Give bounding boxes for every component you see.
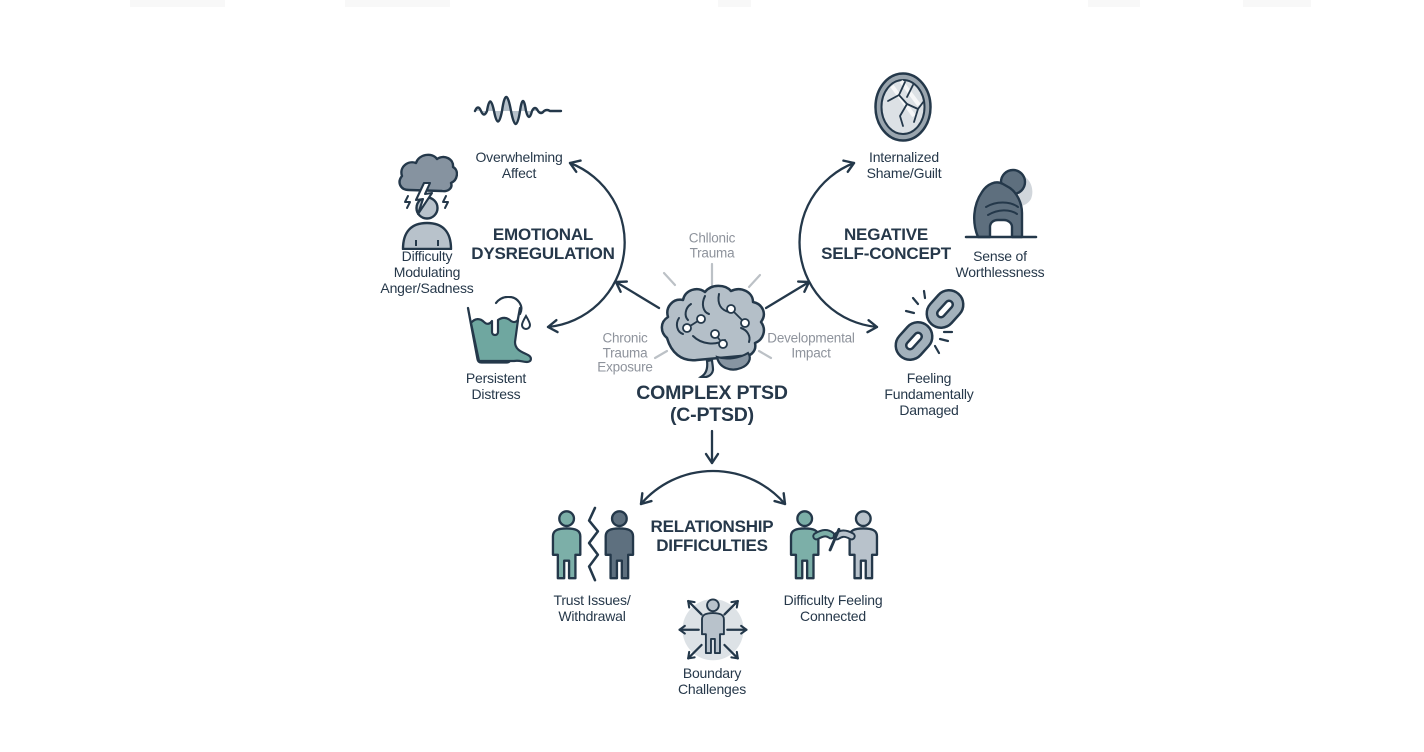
waveform-icon	[473, 95, 563, 126]
cracked-mirror-icon	[874, 72, 932, 142]
label-boundary-challenges: Boundary Challenges	[677, 665, 747, 697]
arrow-to-negative	[764, 280, 811, 310]
broken-chain-icon	[894, 289, 965, 361]
label-chllonic-trauma: Chllonic Trauma	[688, 230, 736, 260]
divided-people-icon	[551, 506, 635, 582]
title-complex-ptsd: COMPLEX PTSD (C-PTSD)	[636, 382, 788, 426]
label-difficulty-modulating: Difficulty Modulating Anger/Sadness	[380, 248, 474, 296]
edge-artifact	[718, 0, 751, 7]
heading-emotional-dysregulation: EMOTIONAL DYSREGULATION	[471, 225, 615, 263]
edge-artifact	[345, 0, 450, 7]
label-fundamentally-damaged: Feeling Fundamentally Damaged	[884, 370, 974, 418]
label-trust-issues: Trust Issues/ Withdrawal	[553, 592, 631, 624]
label-developmental-impact: Developmental Impact	[767, 330, 855, 360]
label-internalized-shame: Internalized Shame/Guilt	[866, 149, 942, 181]
heading-relationship-difficulties: RELATIONSHIP DIFFICULTIES	[650, 517, 774, 555]
edge-artifact	[1243, 0, 1311, 7]
arc-relationship	[639, 469, 787, 506]
label-sense-of-worthlessness: Sense of Worthlessness	[955, 248, 1045, 280]
edge-artifact	[1088, 0, 1140, 7]
heading-negative-self-concept: NEGATIVE SELF-CONCEPT	[821, 225, 951, 263]
edge-artifact	[130, 0, 225, 7]
storm-cloud-person-icon	[398, 153, 458, 250]
label-chronic-trauma-exposure: Chronic Trauma Exposure	[597, 330, 653, 375]
hunched-person-icon	[964, 168, 1038, 239]
overflowing-glass-icon	[466, 296, 532, 364]
label-overwhelming-affect: Overwhelming Affect	[475, 149, 563, 181]
boundary-person-icon	[678, 598, 748, 661]
label-persistent-distress: Persistent Distress	[465, 370, 527, 402]
brain-icon	[660, 284, 766, 378]
disconnected-people-icon	[789, 510, 879, 580]
arrow-to-emotional	[614, 280, 661, 310]
label-difficulty-connected: Difficulty Feeling Connected	[783, 592, 883, 624]
